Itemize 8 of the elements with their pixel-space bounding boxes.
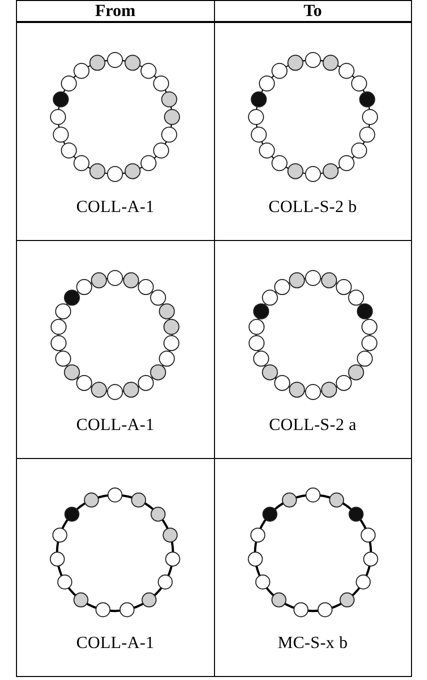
structure-name: COLL-S-2 b bbox=[268, 197, 357, 217]
column-header: From bbox=[16, 0, 214, 22]
structure-name: COLL-S-2 a bbox=[269, 415, 356, 435]
structure-name: MC-S-x b bbox=[278, 633, 348, 653]
structure-name: COLL-A-1 bbox=[76, 633, 154, 653]
column-header: To bbox=[214, 0, 412, 22]
structure-name: COLL-A-1 bbox=[76, 197, 154, 217]
structure-name: COLL-A-1 bbox=[76, 415, 154, 435]
